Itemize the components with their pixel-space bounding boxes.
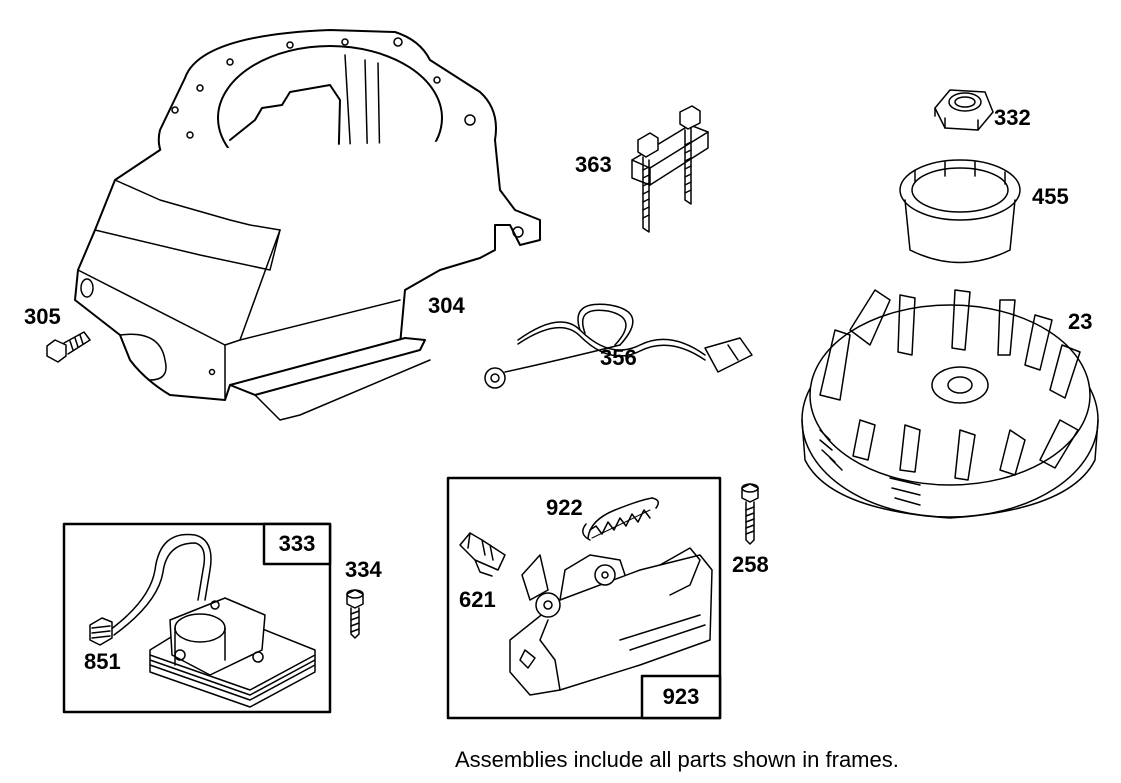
label-851: 851 <box>84 649 121 674</box>
armature-333-drawing <box>89 533 316 708</box>
label-356: 356 <box>600 345 637 370</box>
blower-housing-drawing <box>74 29 541 421</box>
nut-332-drawing <box>934 89 994 131</box>
label-455: 455 <box>1032 184 1069 209</box>
label-923: 923 <box>662 684 700 709</box>
label-305: 305 <box>24 304 61 329</box>
label-922: 922 <box>546 495 583 520</box>
label-621: 621 <box>459 587 496 612</box>
label-258: 258 <box>732 552 769 577</box>
label-333: 333 <box>278 531 316 556</box>
label-304: 304 <box>428 293 465 318</box>
footnote: Assemblies include all parts shown in fr… <box>455 747 899 772</box>
screw-334-drawing <box>346 589 364 639</box>
part-333-tag-box <box>262 522 332 566</box>
ground-wire-356-drawing <box>484 303 753 389</box>
label-23: 23 <box>1068 309 1093 334</box>
label-332: 332 <box>994 105 1031 130</box>
cup-455-drawing <box>899 159 1021 264</box>
label-334: 334 <box>345 557 382 582</box>
control-bracket-drawing <box>509 547 713 696</box>
armature-assembly-frame <box>62 522 332 714</box>
flywheel-23-drawing <box>801 289 1099 519</box>
control-assembly-frame <box>446 476 722 720</box>
screw-305-drawing <box>46 331 91 363</box>
spring-922-drawing <box>582 497 659 541</box>
clip-621-drawing <box>459 532 506 577</box>
bracket-363-drawing <box>631 105 709 233</box>
screw-258-drawing <box>741 483 759 545</box>
label-363: 363 <box>575 152 612 177</box>
part-923-tag-box <box>640 674 722 720</box>
